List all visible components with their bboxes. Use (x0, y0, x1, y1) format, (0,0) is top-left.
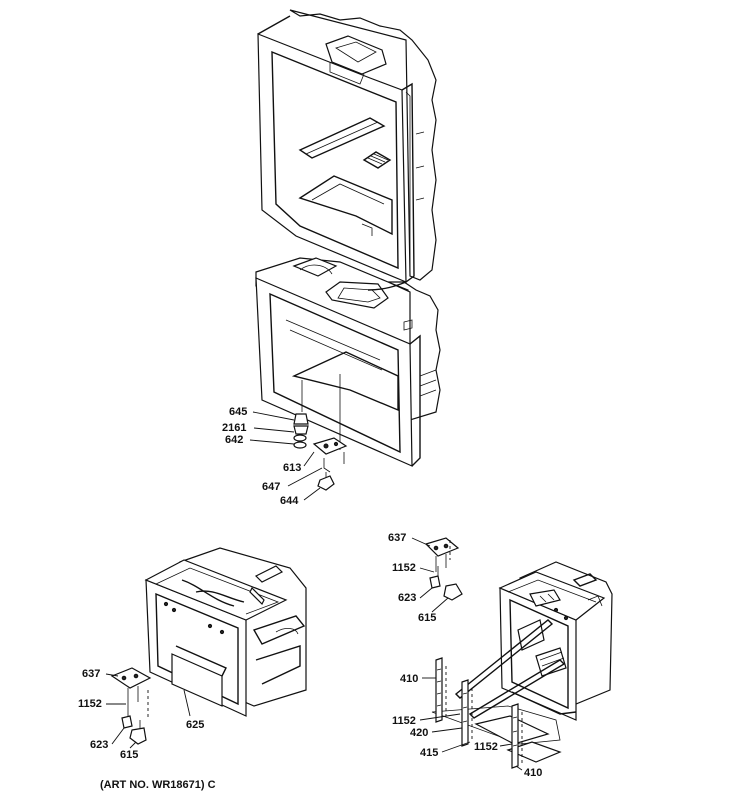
callout-637: 637 (82, 668, 100, 680)
callout-1152: 1152 (392, 715, 416, 727)
callout-642: 642 (225, 434, 243, 446)
left-freezer-assembly (144, 547, 307, 720)
callout-615: 615 (120, 749, 138, 761)
callout-623: 623 (90, 739, 108, 751)
callout-2161: 2161 (222, 422, 246, 434)
upper-cabinet-liner (257, 9, 437, 283)
lower-freezer-liner (255, 257, 441, 467)
right-hinge-parts (424, 537, 463, 601)
left-callouts: 637 1152 623 615 625 (78, 668, 204, 761)
callout-625: 625 (186, 719, 204, 731)
top-hinge-parts (293, 413, 348, 491)
callout-1152: 1152 (392, 562, 416, 574)
callout-623: 623 (398, 592, 416, 604)
callout-410: 410 (400, 673, 418, 685)
callout-647: 647 (262, 481, 280, 493)
right-freezer-assembly (431, 561, 613, 763)
callout-645: 645 (229, 406, 247, 418)
top-callouts: 645 2161 642 613 647 644 (222, 406, 323, 507)
callout-644: 644 (280, 495, 299, 507)
callout-613: 613 (283, 462, 301, 474)
callout-615: 615 (418, 612, 436, 624)
left-hinge-parts (110, 667, 152, 745)
callout-420: 420 (410, 727, 428, 739)
callout-415: 415 (420, 747, 438, 759)
callout-1152: 1152 (474, 741, 498, 753)
callout-410: 410 (524, 767, 542, 779)
right-callouts: 637 1152 623 615 410 1152 420 415 1152 4… (388, 532, 542, 779)
callout-637: 637 (388, 532, 406, 544)
right-rails (435, 657, 523, 769)
art-number-label: (ART NO. WR18671) C (100, 779, 216, 791)
callout-1152: 1152 (78, 698, 102, 710)
